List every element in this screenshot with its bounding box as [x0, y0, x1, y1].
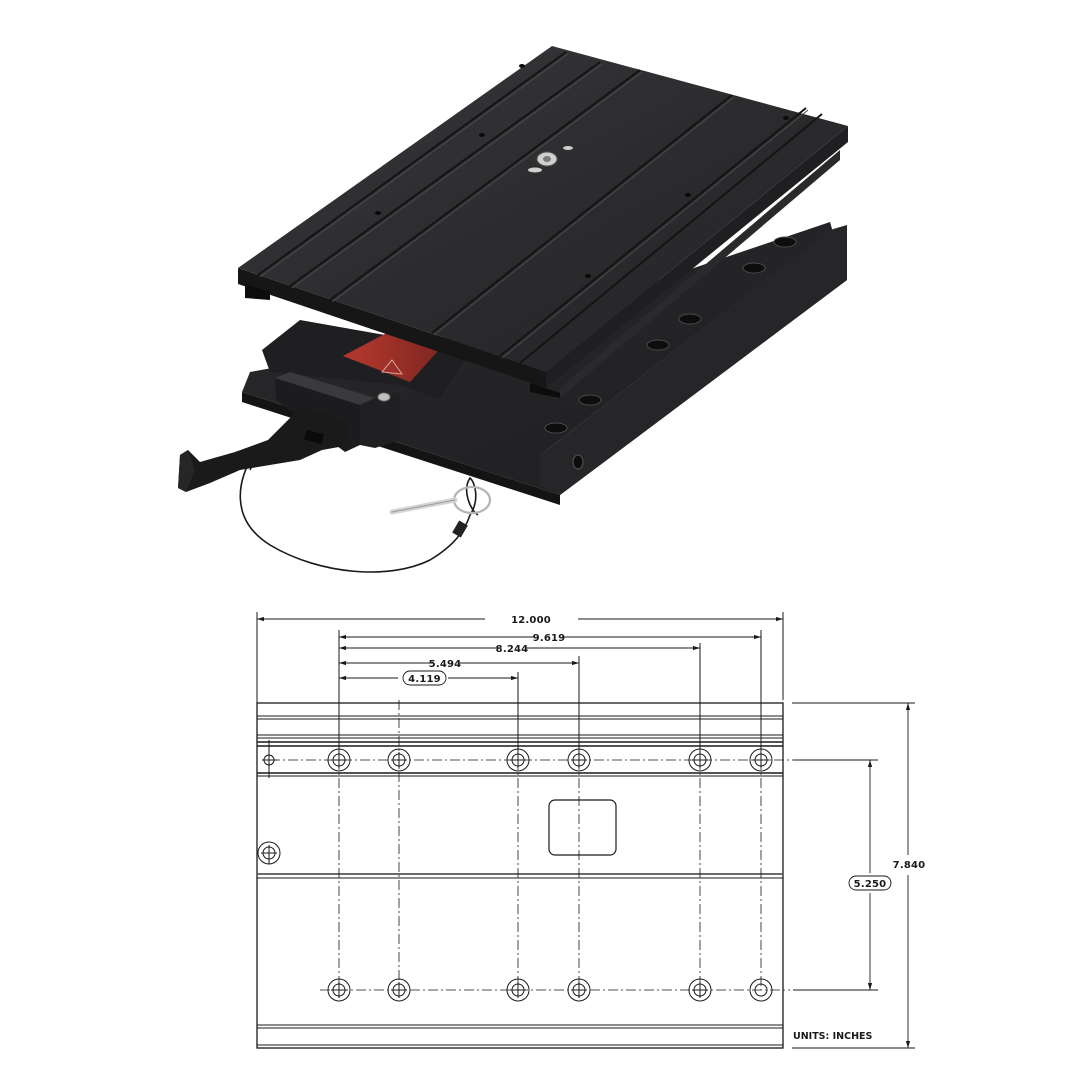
basic-dim-frame	[848, 875, 892, 891]
tethered-pin	[239, 446, 492, 573]
product-photo	[178, 46, 848, 573]
bottom-rail-lines	[257, 1024, 783, 1046]
countersunk-hole-icon	[506, 748, 530, 772]
top-plate	[238, 46, 848, 398]
countersunk-hole-icon	[749, 978, 773, 1002]
centerlines	[270, 700, 860, 1000]
countersunk-hole-icon	[387, 978, 411, 1002]
dimension-labels: 12.000 9.619 8.244 5.494 4.119 7.840 5.2…	[402, 612, 926, 1042]
plate-outline	[256, 702, 784, 1049]
extension-lines	[256, 612, 784, 760]
top-plate-grooves	[257, 51, 823, 364]
dim-hole-span-8244: 8.244	[496, 644, 529, 655]
top-plate-holes	[375, 64, 789, 278]
base-end-hole	[572, 454, 584, 470]
latch-screw-icon	[377, 392, 391, 402]
top-hole-row	[327, 748, 773, 772]
dim-overall-length: 12.000	[511, 615, 551, 626]
center-fastener-icon	[528, 146, 573, 173]
top-rail-lines	[257, 715, 783, 777]
countersunk-hole-icon	[688, 748, 712, 772]
dim-hole-span-9619: 9.619	[533, 633, 566, 644]
dim-hole-row-spacing: 5.250	[854, 879, 887, 890]
countersunk-hole-icon	[506, 978, 530, 1002]
center-cutout	[548, 799, 617, 856]
dim-hole-span-4119: 4.119	[408, 674, 441, 685]
countersunk-hole-icon	[567, 748, 591, 772]
dimension-lines	[257, 616, 915, 1049]
base-holes	[544, 236, 797, 434]
units-label: UNITS: INCHES	[793, 1031, 873, 1042]
quick-release-latch	[178, 372, 400, 492]
countersunk-hole-icon	[567, 978, 591, 1002]
countersunk-hole-icon	[749, 748, 773, 772]
dim-hole-span-5494: 5.494	[429, 659, 462, 670]
countersunk-hole-icon	[327, 748, 351, 772]
countersunk-hole-icon	[387, 748, 411, 772]
mid-rail-lines	[257, 873, 783, 879]
countersunk-hole-icon	[688, 978, 712, 1002]
countersunk-hole-icon	[327, 978, 351, 1002]
bottom-hole-row	[327, 978, 773, 1002]
basic-dim-frame	[402, 670, 447, 686]
warning-triangle-icon	[381, 359, 404, 375]
dim-overall-width: 7.840	[893, 860, 926, 871]
end-holes	[257, 740, 281, 865]
